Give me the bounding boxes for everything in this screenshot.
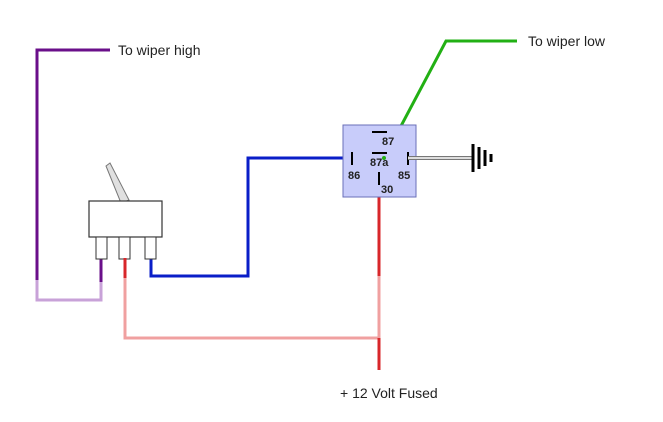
relay-pin-87a-wire-end xyxy=(382,156,386,160)
ground-icon xyxy=(471,144,493,172)
wire-wiper-high xyxy=(35,48,110,302)
switch-terminal-middle xyxy=(118,236,131,260)
relay: 87 87a 86 85 30 xyxy=(342,124,417,198)
switch-terminal-left xyxy=(95,236,108,260)
relay-pin-85-label: 85 xyxy=(398,170,410,182)
wire-wiper-low xyxy=(381,39,517,161)
toggle-switch xyxy=(88,162,163,260)
wire-switch-power-pink xyxy=(123,278,378,340)
label-wiper-low: To wiper low xyxy=(528,33,606,49)
wire-wiper-high-light xyxy=(35,280,103,302)
ground-connection xyxy=(408,144,493,172)
relay-pin-86-label: 86 xyxy=(348,170,360,182)
switch-lever-icon xyxy=(105,162,130,204)
label-wiper-high: To wiper high xyxy=(118,42,201,58)
switch-terminal-right xyxy=(144,236,157,260)
wire-power-feed xyxy=(123,185,381,370)
relay-pin-87a-label: 87a xyxy=(370,157,389,169)
switch-body xyxy=(88,200,163,238)
relay-pin-87-label: 87 xyxy=(382,136,394,148)
label-power-source: + 12 Volt Fused xyxy=(340,385,438,401)
wire-switch-to-relay-86 xyxy=(149,156,353,278)
relay-pin-30-label: 30 xyxy=(381,184,393,196)
wire-wiper-high-dark xyxy=(35,48,110,280)
